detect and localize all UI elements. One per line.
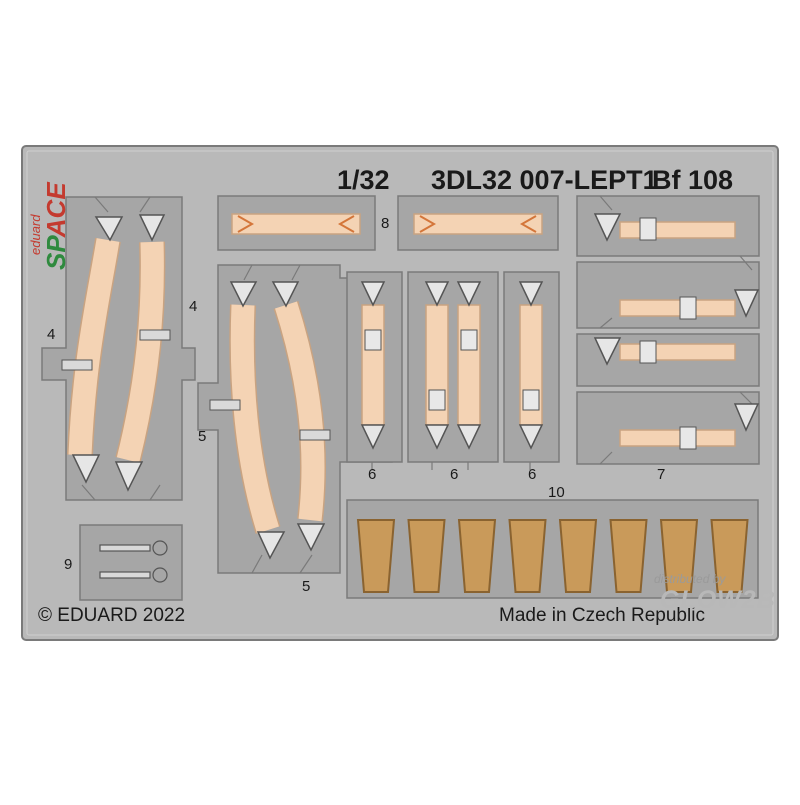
model-name: Bf 108 <box>652 165 734 195</box>
panel-part-7-row2 <box>576 261 760 329</box>
hooks-part-9 <box>99 540 168 583</box>
space-logo-green: SP <box>41 237 71 270</box>
part-number-4-left: 4 <box>47 326 56 343</box>
strap-part-7-row1 <box>593 213 736 242</box>
strap-part-7-row2 <box>619 289 760 320</box>
space-logo-red: ACE <box>41 182 71 238</box>
panel-part-10 <box>346 499 759 599</box>
panel-part-7-row4 <box>576 391 760 465</box>
strap-part-6-b1 <box>424 281 450 450</box>
part-number-6-b: 6 <box>450 466 459 483</box>
pads-part-10 <box>356 519 749 593</box>
panel-part-6-b <box>407 271 499 463</box>
fret-inner-edge <box>26 150 774 636</box>
strap-part-6-b2 <box>456 281 482 450</box>
seat-pad-6 <box>609 519 648 593</box>
strap-part-4-right <box>114 214 171 492</box>
part-number-8: 8 <box>381 215 390 232</box>
strap-part-5-right <box>271 281 331 552</box>
strap-part-7-row3 <box>593 337 736 366</box>
product-code: 3DL32 007-LEPT1 <box>431 165 658 195</box>
part-number-5-left: 5 <box>198 428 207 445</box>
part-number-6-c: 6 <box>528 466 537 483</box>
seat-pad-2 <box>407 519 446 593</box>
strap-part-7-row4 <box>619 403 760 450</box>
scale-label: 1/32 <box>337 165 390 195</box>
seat-pad-8 <box>710 519 749 593</box>
strap-part-6-c <box>518 281 544 450</box>
part-number-4-right: 4 <box>189 298 198 315</box>
distributor-caption: distributed by <box>654 572 726 586</box>
seat-pad-1 <box>356 519 396 593</box>
seat-pad-5 <box>558 519 598 593</box>
distributor-logo: GLOW2B <box>660 586 776 614</box>
part-number-5-bottom: 5 <box>302 578 311 595</box>
seat-pad-7 <box>659 519 699 593</box>
strap-part-4-left <box>61 216 124 484</box>
strap-part-8-left <box>231 213 361 235</box>
part-number-7: 7 <box>657 466 666 483</box>
space-logo: SPACE <box>41 182 72 270</box>
strap-part-8-right <box>413 213 543 235</box>
origin-text: Made in Czech Republic <box>499 605 705 626</box>
seat-pad-3 <box>457 519 497 593</box>
strap-part-6-a <box>360 281 386 450</box>
panel-part-9 <box>79 524 183 601</box>
part-number-10: 10 <box>548 484 565 501</box>
part-number-6-a: 6 <box>368 466 377 483</box>
strap-part-5-left <box>209 281 286 560</box>
copyright-text: © EDUARD 2022 <box>38 605 186 626</box>
seat-pad-4 <box>508 519 547 593</box>
part-number-9: 9 <box>64 556 73 573</box>
